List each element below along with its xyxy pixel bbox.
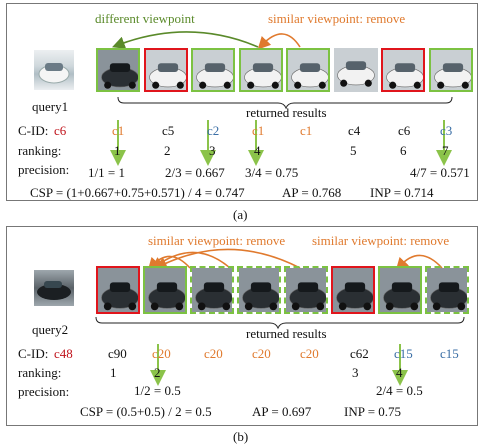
a-rank-3: 3: [209, 143, 216, 158]
query1-image: [34, 50, 74, 90]
a-cid-4: c1: [252, 123, 265, 138]
returned-results-label: returned results: [246, 105, 327, 120]
a-cid-2: c5: [162, 123, 175, 138]
b-rank-7: 4: [396, 365, 403, 380]
precision-value-b1: 1/2 = 0.5: [134, 383, 181, 398]
a-result-image-1: [96, 48, 140, 92]
similar-viewpoint-arrow-b4: [395, 254, 443, 271]
csp-formula-b: CSP = (0.5+0.5) / 2 = 0.5: [80, 404, 212, 419]
similar-viewpoint-arrow-1: [257, 33, 301, 50]
a-result-image-8: [428, 48, 473, 92]
a-result-image-4: [238, 48, 283, 92]
inp-value: INP = 0.714: [370, 185, 434, 200]
a-rank-6: 5: [350, 143, 357, 158]
query1-label: query1: [32, 99, 69, 114]
ap-value-b: AP = 0.697: [252, 404, 312, 419]
ranking-label: ranking:: [18, 143, 62, 158]
caption-b: (b): [233, 429, 249, 444]
precision-label: precision:: [18, 162, 70, 177]
b-cid-5: c20: [300, 346, 319, 361]
similar-viewpoint-label-b1: similar viewpoint: remove: [148, 233, 286, 248]
a-result-image-5: [286, 48, 330, 92]
query2-label: query2: [32, 322, 69, 337]
a-cid-7: c6: [398, 123, 411, 138]
b-cid-4: c20: [252, 346, 271, 361]
query2-cid: c48: [54, 346, 73, 361]
returned-results-brace: [117, 96, 453, 110]
precision-value-1: 1/1 = 1: [88, 165, 125, 180]
panel-b: [6, 226, 478, 426]
query2-image: [34, 270, 74, 306]
b-cid-6: c62: [350, 346, 369, 361]
b-cid-7: c15: [394, 346, 413, 361]
csp-formula: CSP = (1+0.667+0.75+0.571) / 4 = 0.747: [30, 185, 245, 200]
a-cid-1: c1: [112, 123, 125, 138]
a-cid-5: c1: [300, 123, 313, 138]
inp-value-b: INP = 0.75: [344, 404, 402, 419]
b-result-image-5: [284, 266, 328, 314]
ap-value: AP = 0.768: [282, 185, 342, 200]
b-rank-1: 1: [110, 365, 117, 380]
b-result-image-4: [237, 266, 281, 314]
a-result-image-3: [191, 48, 235, 92]
similar-viewpoint-label-b2: similar viewpoint: remove: [312, 233, 450, 248]
b-cid-3: c20: [204, 346, 223, 361]
a-cid-6: c4: [348, 123, 361, 138]
a-result-image-2: [143, 48, 188, 92]
a-result-image-7: [381, 48, 425, 92]
precision-value-4: 4/7 = 0.571: [410, 165, 470, 180]
b-rank-6: 3: [352, 365, 359, 380]
ranking-label-b: ranking:: [18, 365, 62, 380]
panel-a: [6, 3, 478, 201]
precision-value-b2: 2/4 = 0.5: [376, 383, 423, 398]
similar-viewpoint-arrow-b3: [154, 248, 301, 269]
b-result-image-3: [190, 266, 234, 314]
different-viewpoint-label: different viewpoint: [95, 11, 195, 26]
b-cid-8: c15: [440, 346, 459, 361]
precision-label-b: precision:: [18, 384, 70, 399]
cid-label-b: C-ID:: [18, 346, 49, 361]
b-result-image-6: [331, 266, 375, 314]
caption-a: (a): [233, 207, 248, 222]
a-rank-4: 4: [254, 143, 261, 158]
precision-value-2: 2/3 = 0.667: [165, 165, 225, 180]
b-result-image-2: [143, 266, 187, 314]
a-result-image-6: [333, 48, 378, 92]
b-result-image-7: [378, 266, 422, 314]
returned-results-brace-b: [95, 316, 465, 330]
returned-results-label-b: returned results: [246, 326, 327, 341]
a-rank-1: 1: [114, 143, 121, 158]
similar-viewpoint-label: similar viewpoint: remove: [268, 11, 406, 26]
different-viewpoint-arrow: [112, 31, 259, 49]
a-rank-7: 6: [400, 143, 407, 158]
a-rank-8: 7: [442, 143, 449, 158]
a-cid-3: c2: [207, 123, 220, 138]
query1-cid: c6: [54, 123, 67, 138]
b-result-image-8: [425, 266, 469, 314]
b-rank-2: 2: [154, 365, 161, 380]
b-result-image-1: [96, 266, 140, 314]
cid-label: C-ID:: [18, 123, 49, 138]
a-cid-8: c3: [440, 123, 453, 138]
b-cid-1: c90: [108, 346, 127, 361]
a-rank-2: 2: [164, 143, 171, 158]
b-cid-2: c20: [152, 346, 171, 361]
precision-value-3: 3/4 = 0.75: [245, 165, 299, 180]
